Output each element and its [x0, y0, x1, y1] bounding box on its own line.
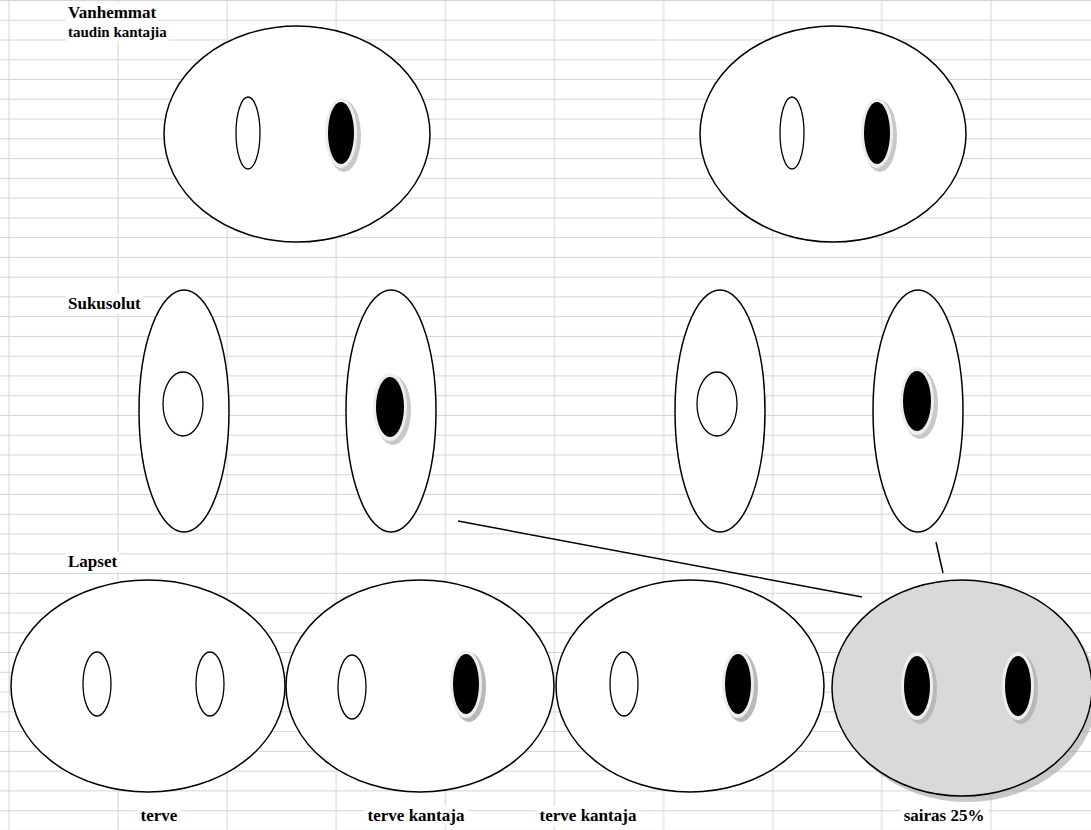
cell-caption: terve kantaja — [365, 806, 468, 826]
gamete-cell — [139, 290, 229, 532]
child-cell: sairas 25% — [828, 576, 1091, 830]
child-cell: terve — [7, 576, 293, 830]
parent-cell — [700, 26, 966, 242]
cell-outline — [282, 576, 562, 830]
cell-caption: terve — [138, 806, 181, 826]
row-label: taudin kantajia — [66, 24, 169, 41]
inheritance-line — [936, 542, 943, 573]
cell-caption: sairas 25% — [901, 806, 988, 826]
row-label: Lapset — [66, 552, 119, 572]
gamete-cell — [873, 290, 963, 532]
child-cell: terve kantaja — [282, 576, 562, 830]
cell-outline — [552, 576, 832, 830]
gamete-cell — [346, 290, 436, 532]
cell-outline — [7, 576, 293, 830]
cell-outline — [828, 576, 1091, 830]
cell-caption: terve kantaja — [537, 806, 640, 826]
child-cell: terve kantaja — [552, 576, 832, 830]
parent-cell — [164, 26, 430, 242]
row-label: Sukusolut — [66, 294, 143, 314]
row-label: Vanhemmat — [66, 3, 158, 23]
gamete-cell — [675, 290, 765, 532]
